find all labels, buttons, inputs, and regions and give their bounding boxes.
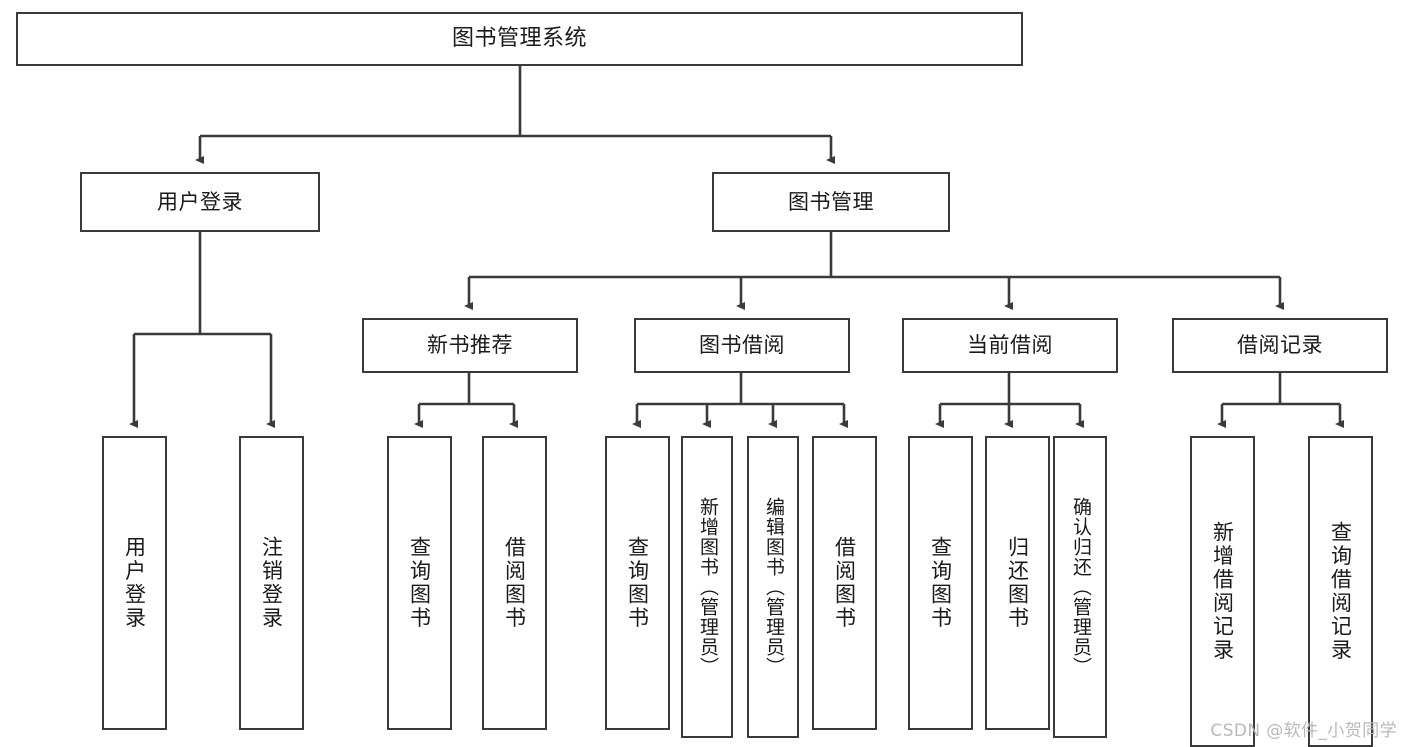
node-leaf-return-book[interactable]: 归还图书 — [985, 436, 1050, 730]
edges-borrowrecord-to-leaves — [1217, 373, 1344, 428]
node-label: 确认归还（管理员） — [1069, 497, 1092, 677]
node-book-borrow[interactable]: 图书借阅 — [634, 318, 850, 373]
node-leaf-borrow-book-2[interactable]: 借阅图书 — [812, 436, 877, 730]
node-label: 编辑图书（管理员） — [762, 497, 785, 677]
node-user-login[interactable]: 用户登录 — [80, 172, 320, 232]
node-book-manage[interactable]: 图书管理 — [712, 172, 950, 232]
node-leaf-add-book[interactable]: 新增图书（管理员） — [681, 436, 733, 738]
node-label: 借阅记录 — [1237, 333, 1323, 358]
edges-currentborrow-to-leaves — [935, 373, 1084, 428]
node-label: 查询借阅记录 — [1328, 521, 1353, 662]
node-label: 查询图书 — [625, 536, 650, 630]
node-leaf-add-record[interactable]: 新增借阅记录 — [1190, 436, 1255, 747]
edges-root-to-level1 — [195, 66, 835, 164]
node-leaf-user-login[interactable]: 用户登录 — [102, 436, 167, 730]
node-leaf-user-logout[interactable]: 注销登录 — [239, 436, 304, 730]
node-label: 图书管理系统 — [451, 26, 587, 52]
csdn-watermark: CSDN @软件_小贺同学 — [1210, 721, 1397, 741]
node-label: 归还图书 — [1005, 536, 1030, 630]
node-current-borrow[interactable]: 当前借阅 — [902, 318, 1118, 373]
node-label: 用户登录 — [122, 536, 147, 630]
node-borrow-record[interactable]: 借阅记录 — [1172, 318, 1388, 373]
edges-bookborrow-to-leaves — [632, 373, 848, 428]
node-label: 图书管理 — [788, 189, 874, 214]
node-label: 借阅图书 — [502, 536, 527, 630]
node-leaf-edit-book[interactable]: 编辑图书（管理员） — [747, 436, 799, 738]
node-root-title[interactable]: 图书管理系统 — [16, 12, 1023, 66]
node-label: 新增图书（管理员） — [696, 497, 719, 677]
node-new-book-rec[interactable]: 新书推荐 — [362, 318, 578, 373]
edges-newbook-to-leaves — [414, 373, 518, 428]
node-leaf-query-record[interactable]: 查询借阅记录 — [1308, 436, 1373, 747]
node-label: 新书推荐 — [427, 333, 513, 358]
node-leaf-query-book-1[interactable]: 查询图书 — [387, 436, 452, 730]
node-label: 图书借阅 — [699, 333, 785, 358]
node-label: 新增借阅记录 — [1210, 521, 1235, 662]
node-label: 借阅图书 — [832, 536, 857, 630]
node-label: 查询图书 — [928, 536, 953, 630]
node-label: 当前借阅 — [967, 333, 1053, 358]
node-leaf-confirm-return[interactable]: 确认归还（管理员） — [1053, 436, 1107, 738]
node-leaf-query-book-2[interactable]: 查询图书 — [605, 436, 670, 730]
node-leaf-query-book-3[interactable]: 查询图书 — [908, 436, 973, 730]
node-label: 注销登录 — [259, 536, 284, 630]
edges-bookmanage-to-level2 — [464, 232, 1284, 310]
node-leaf-borrow-book-1[interactable]: 借阅图书 — [482, 436, 547, 730]
node-label: 用户登录 — [157, 189, 243, 214]
node-label: 查询图书 — [407, 536, 432, 630]
edges-booklogin-to-leaves — [129, 232, 275, 428]
